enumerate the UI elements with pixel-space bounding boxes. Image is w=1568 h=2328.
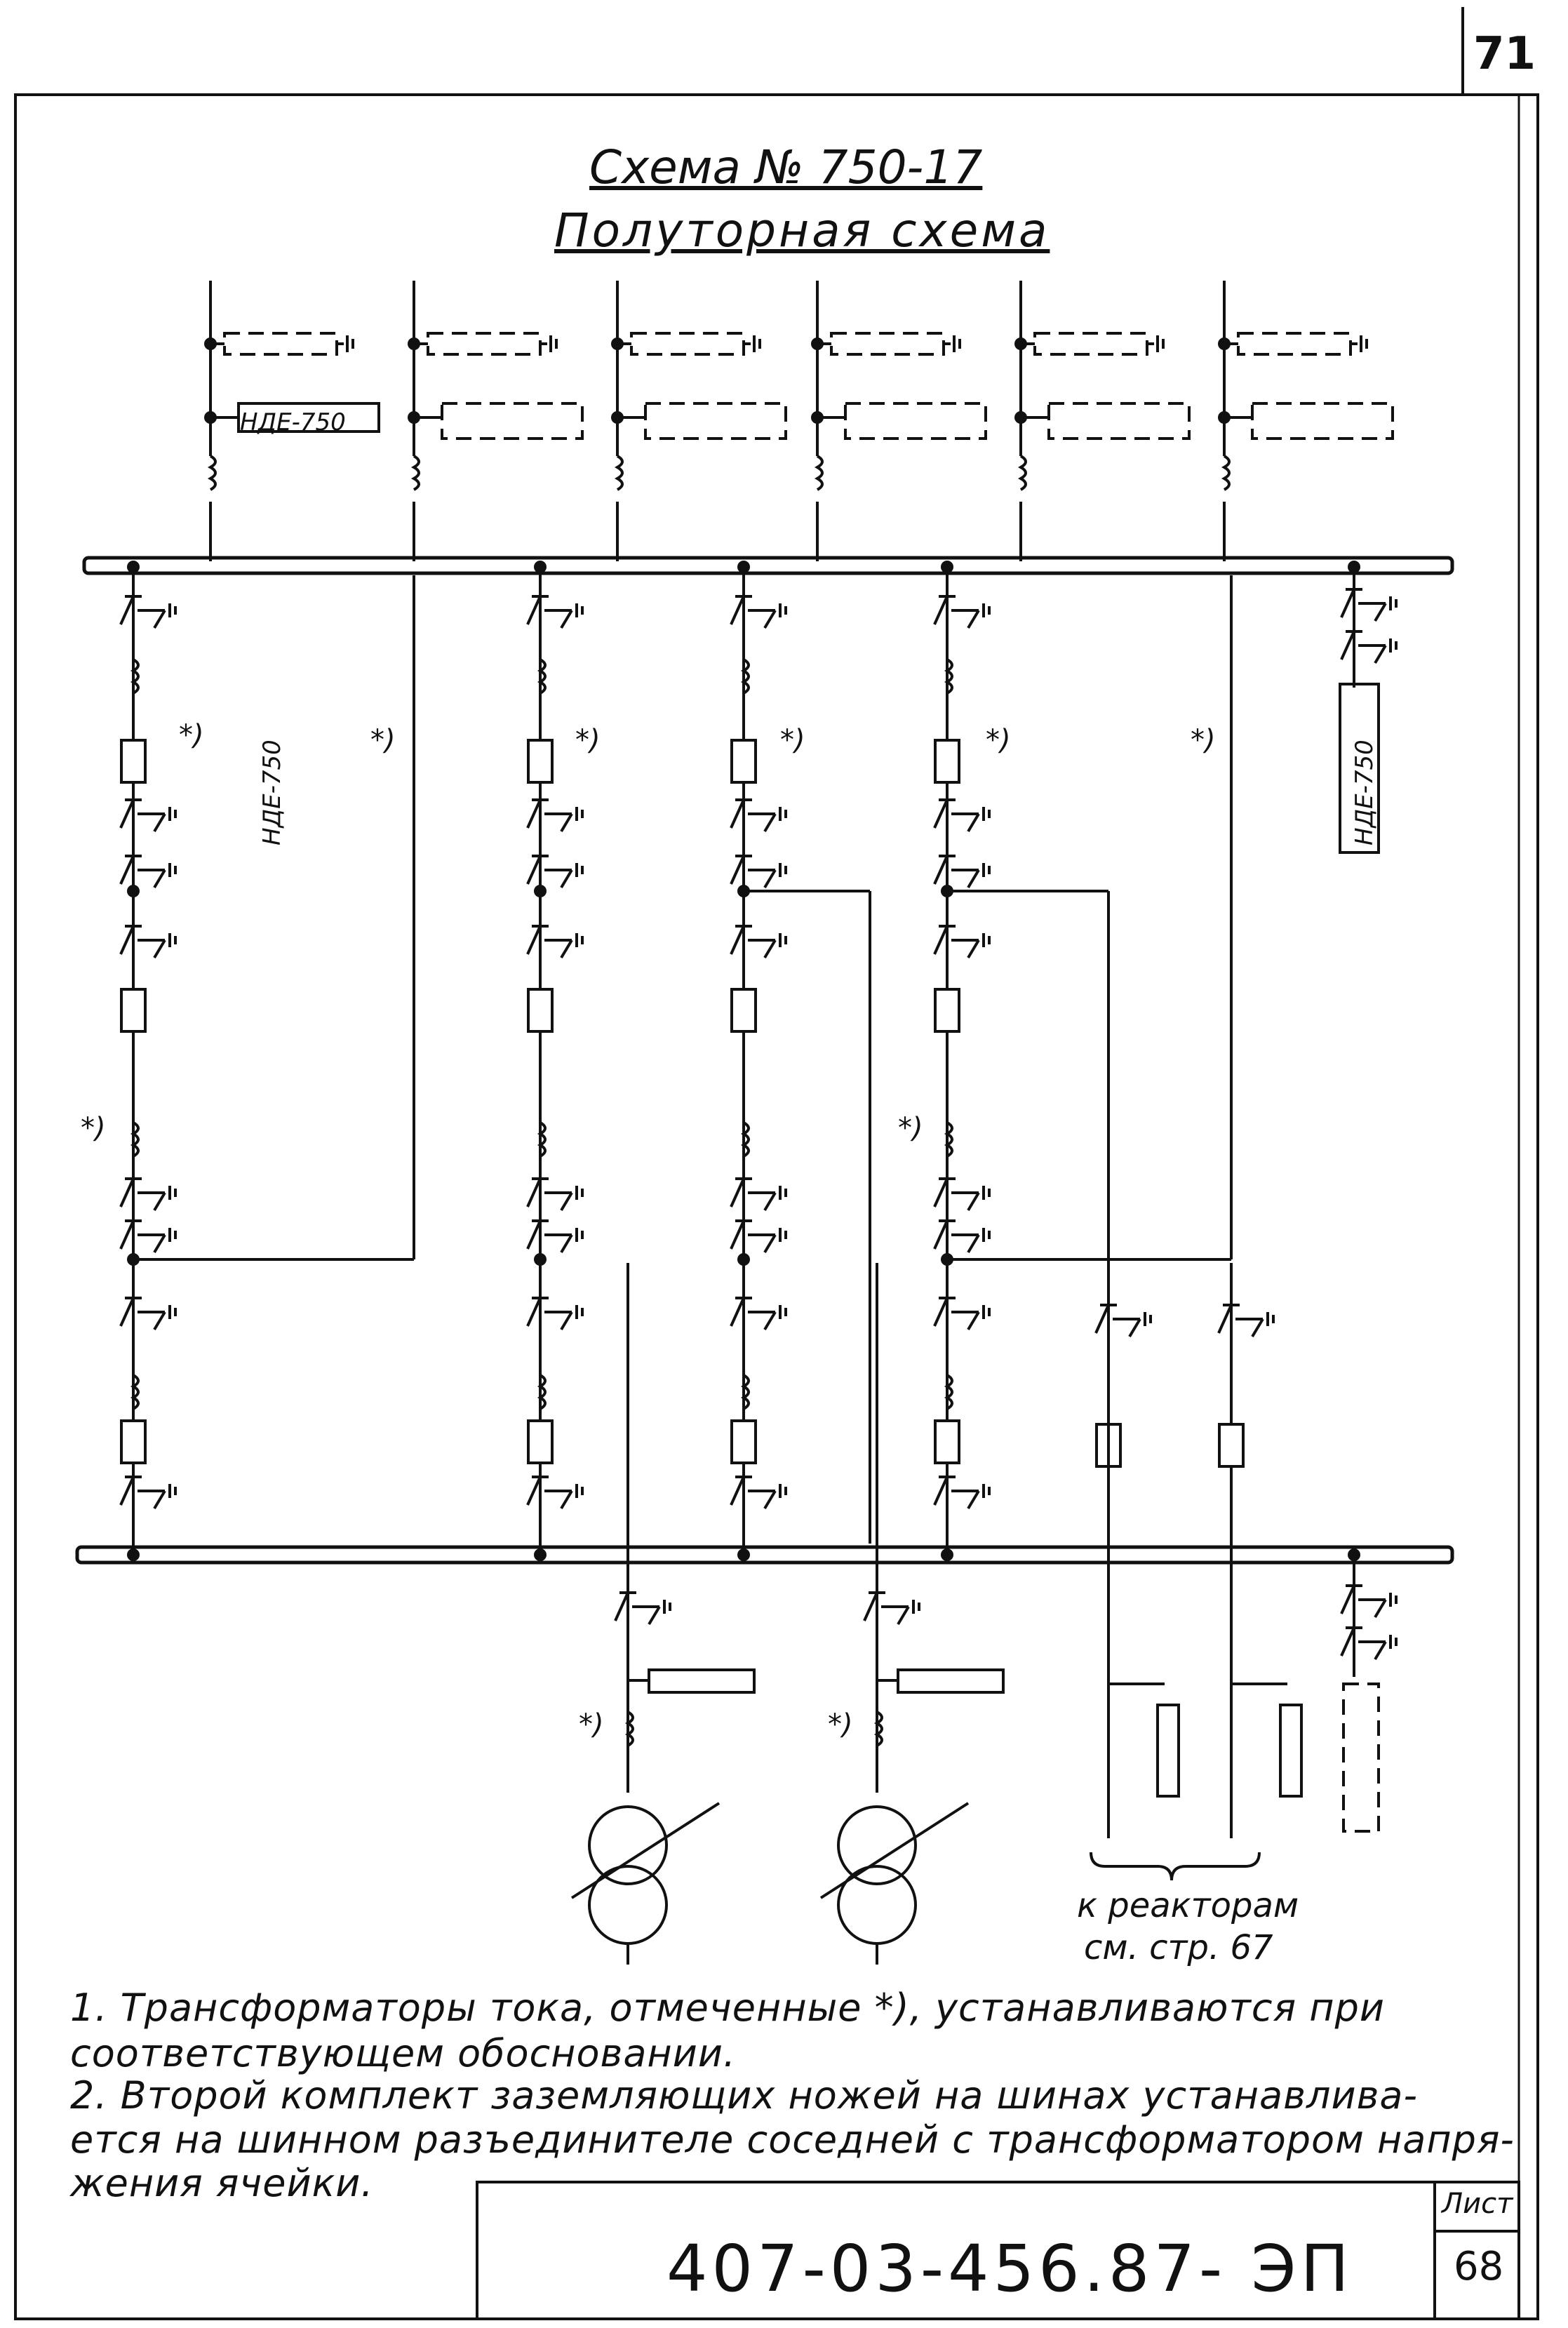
note-line-5: жения ячейки. (70, 2161, 374, 2205)
star-mark-4: *) (780, 724, 805, 756)
top-feeder-6 (1218, 281, 1394, 561)
title-block (476, 2181, 1520, 2320)
sheet-label: Лист (1442, 2188, 1513, 2220)
scheme-subtitle: Полуторная схема (554, 203, 1050, 257)
star-mark-8: *) (898, 1112, 923, 1144)
top-feeder-5 (1014, 281, 1191, 561)
star-mark-1: *) (179, 719, 204, 751)
reactor-ref-line1: к реакторам (1077, 1886, 1299, 1925)
star-mark-2: *) (370, 724, 396, 756)
upper-busbar (82, 556, 1454, 575)
lower-vt (1340, 1548, 1398, 1833)
cross-connection-2 (744, 890, 871, 1544)
reactor-ref-line2: см. стр. 67 (1084, 1928, 1273, 1967)
note-line-1: 1. Трансформаторы тока, отмеченные *), у… (70, 1986, 1385, 2030)
nde-label-top: НДЕ-750 (240, 408, 346, 436)
sheet-number: 68 (1454, 2244, 1504, 2289)
reactor-brace (1090, 1852, 1261, 1881)
nde-label-left: НДЕ-750 (258, 740, 286, 845)
cross-connection-4 (947, 575, 1233, 1261)
top-feeder-2 (408, 281, 584, 561)
lower-busbar (75, 1545, 1454, 1565)
star-mark-10: *) (828, 1708, 853, 1741)
upper-vt (1339, 561, 1398, 854)
breaker-chain-1 (119, 561, 177, 1561)
top-feeder-4 (811, 281, 987, 561)
page-number: 71 (1473, 28, 1536, 80)
cross-connection-3 (947, 890, 1110, 1544)
note-line-4: ется на шинном разъединителе соседней с … (70, 2118, 1515, 2162)
star-mark-6: *) (1191, 724, 1216, 756)
breaker-chain-4 (933, 561, 991, 1561)
star-mark-5: *) (986, 724, 1011, 756)
nde-label-right: НДЕ-750 (1351, 740, 1379, 845)
power-transformer-1 (570, 1263, 756, 1965)
breaker-chain-2 (526, 561, 584, 1561)
star-mark-3: *) (575, 724, 601, 756)
scheme-title: Схема № 750-17 (589, 140, 983, 194)
star-mark-9: *) (579, 1708, 604, 1741)
document-code: 407-03-456.87- ЭП (666, 2231, 1353, 2306)
note-line-3: 2. Второй комплект заземляющих ножей на … (70, 2073, 1418, 2118)
top-feeder-3 (611, 281, 787, 561)
star-mark-7: *) (81, 1112, 106, 1144)
note-line-2: соответствующем обосновании. (70, 2031, 737, 2075)
cross-connection-1 (133, 575, 415, 1261)
reactor-branch-2 (1217, 1263, 1303, 1838)
breaker-chain-3 (730, 561, 787, 1561)
power-transformer-2 (819, 1263, 1005, 1965)
top-feeder-1 (204, 281, 380, 561)
